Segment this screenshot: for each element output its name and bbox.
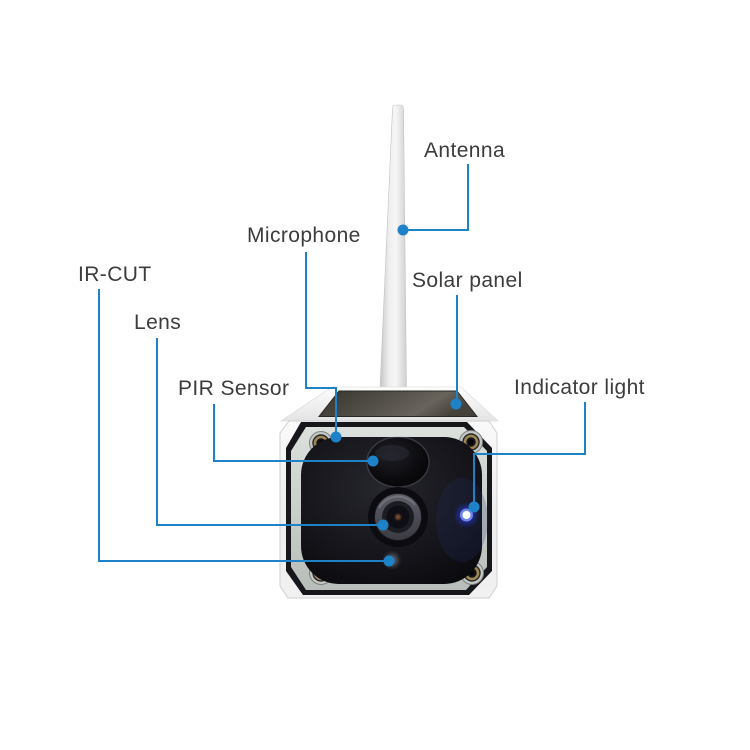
- label-pir-sensor: PIR Sensor: [178, 377, 290, 400]
- callout-dot-antenna: [397, 224, 409, 236]
- callout-dot-microphone: [330, 431, 342, 443]
- leader-line-lens: [156, 338, 382, 526]
- callout-dot-solar-panel: [450, 398, 462, 410]
- leader-line-pir-sensor: [213, 404, 372, 462]
- label-lens: Lens: [134, 311, 182, 334]
- solar-panel: [317, 390, 479, 417]
- callout-lines: [98, 164, 586, 567]
- leader-line-microphone: [305, 252, 337, 436]
- label-solar-panel: Solar panel: [412, 269, 523, 292]
- label-microphone: Microphone: [247, 224, 361, 247]
- leader-line-indicator-light: [473, 402, 586, 506]
- leader-line-ir-cut: [98, 289, 388, 562]
- label-indicator-light: Indicator light: [514, 376, 645, 399]
- leader-line-antenna: [403, 164, 469, 231]
- label-antenna: Antenna: [424, 139, 506, 162]
- callout-dot-lens: [377, 519, 389, 531]
- callout-dot-pir-sensor: [367, 455, 379, 467]
- callout-dot-indicator-light: [468, 501, 480, 513]
- microphone-hole: [338, 446, 344, 452]
- label-ir-cut: IR-CUT: [78, 263, 152, 286]
- camera-lens: [368, 487, 428, 547]
- antenna-shaft: [379, 104, 407, 389]
- callout-dot-ir-cut: [383, 555, 395, 567]
